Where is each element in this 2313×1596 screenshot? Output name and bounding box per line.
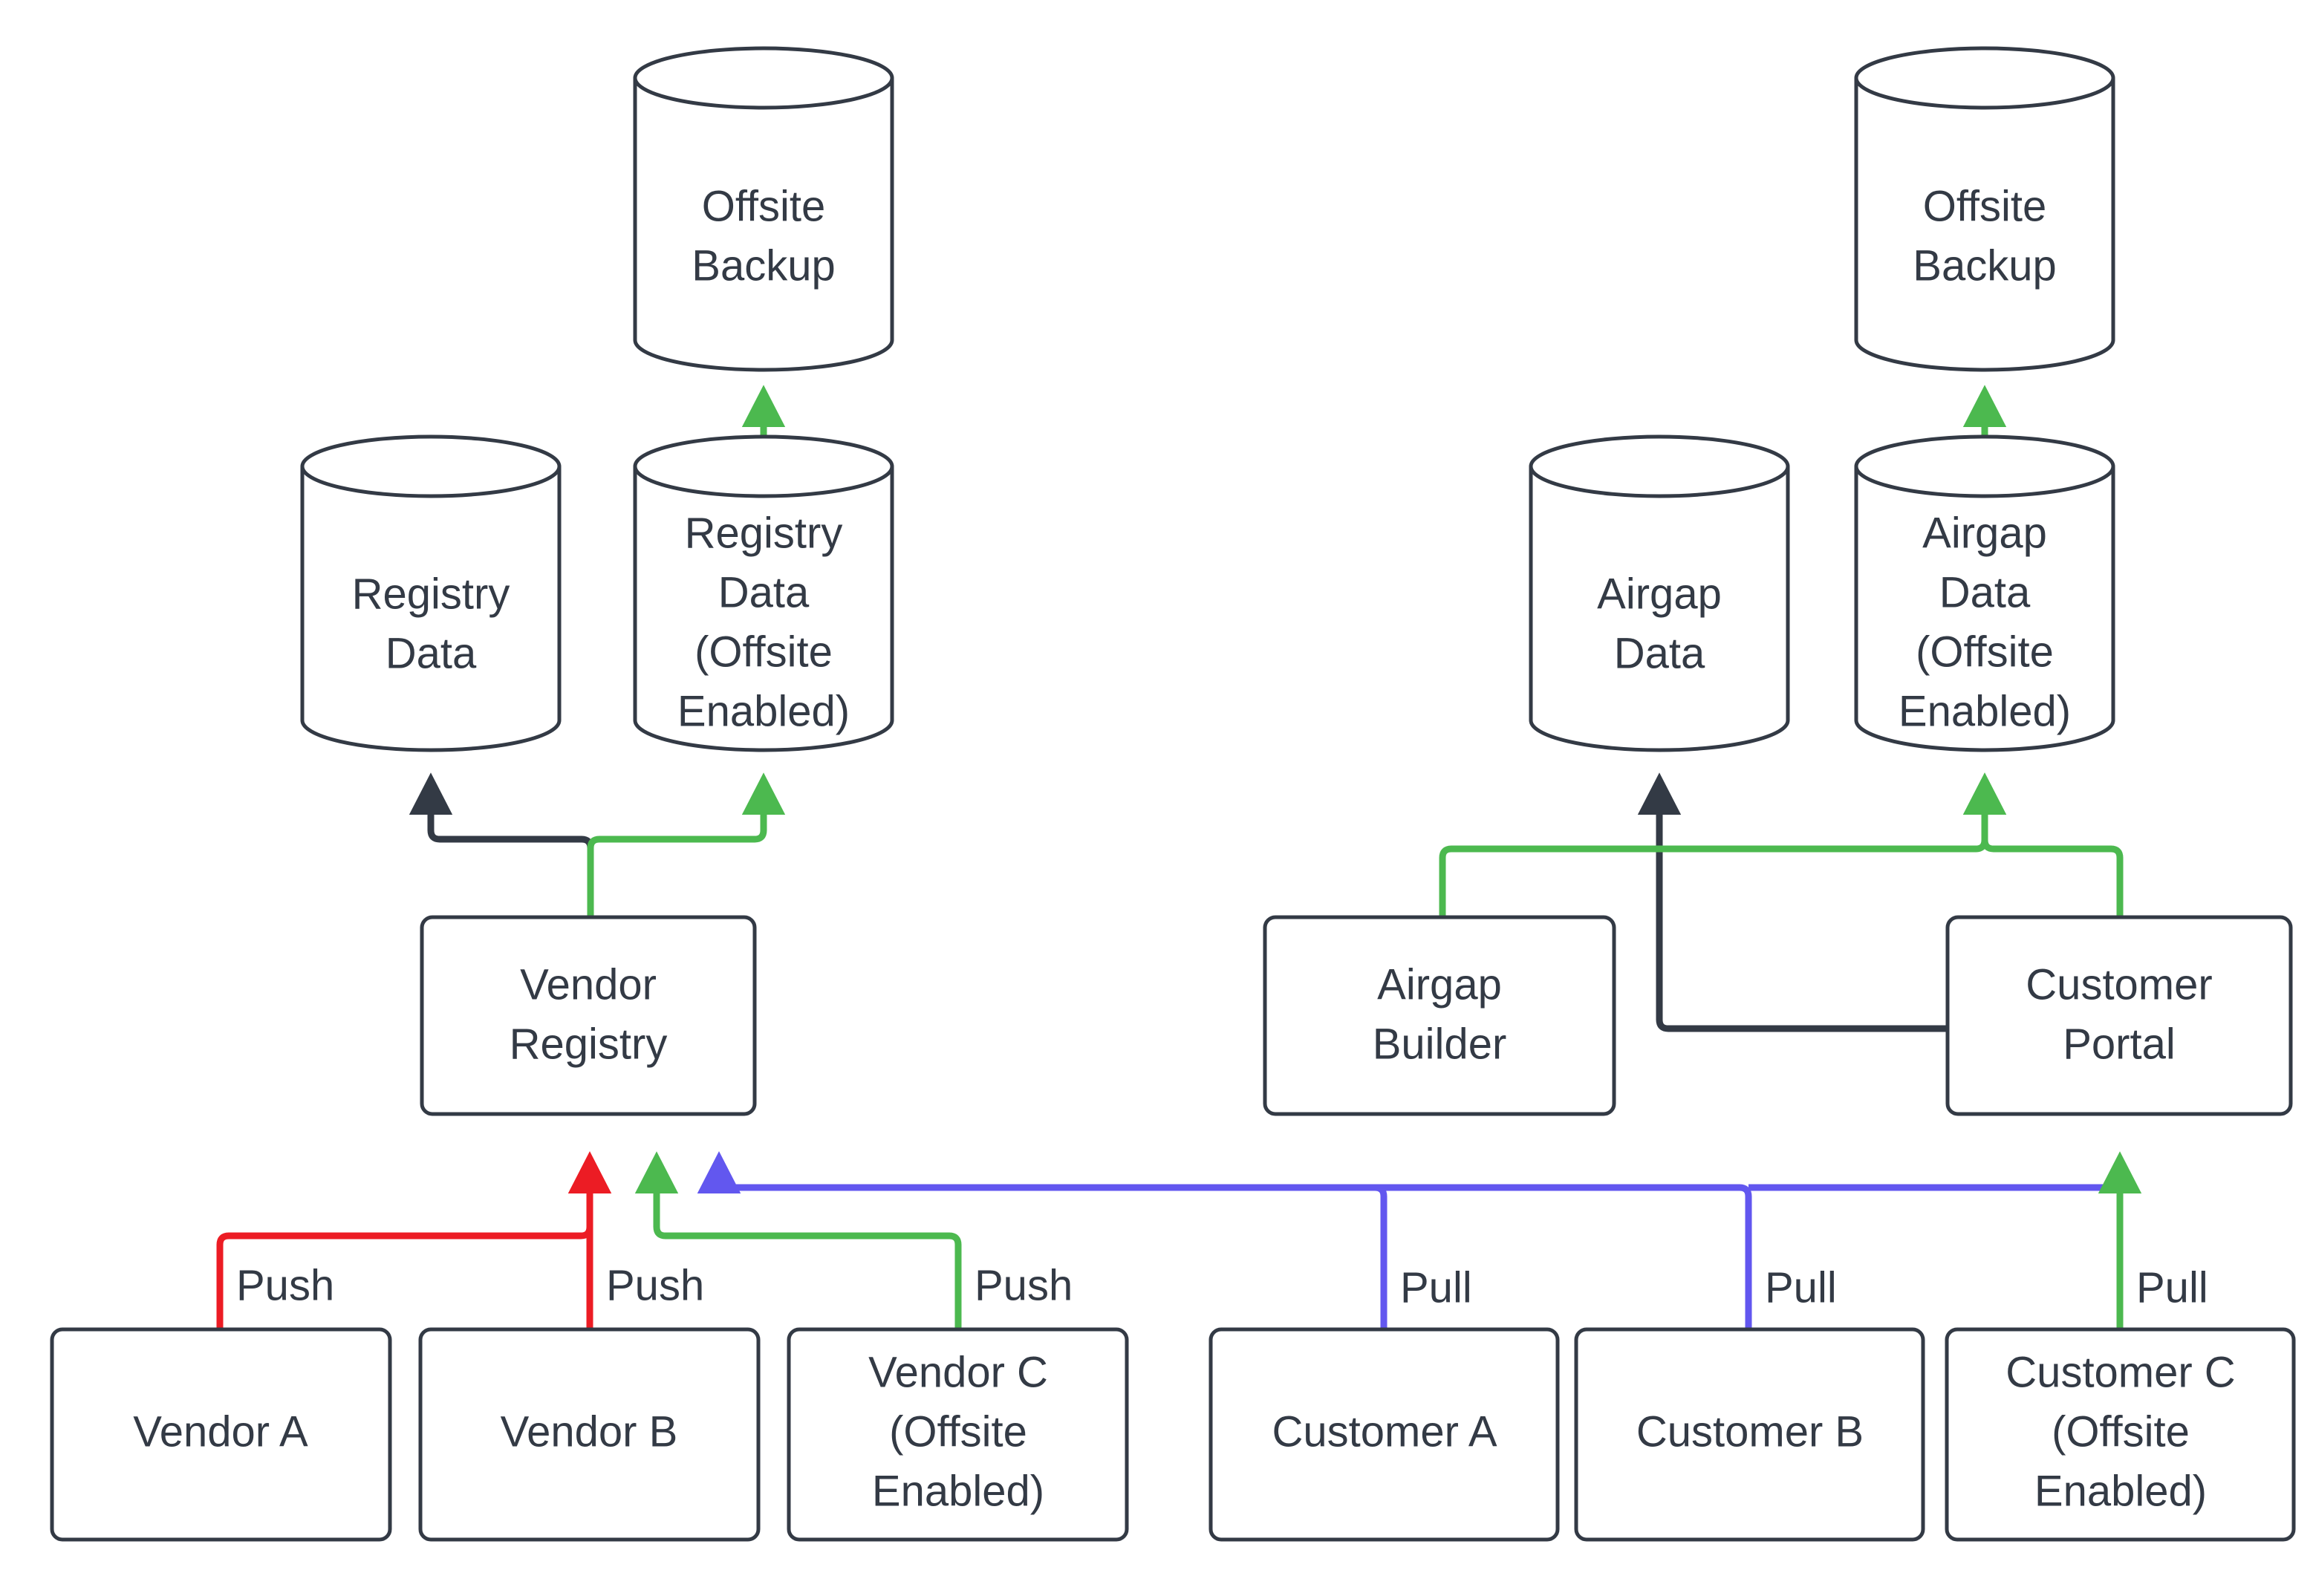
edge-label-customer-c-pull: Pull	[2136, 1263, 2208, 1312]
edge-vendor-registry-to-registry-data	[409, 772, 594, 917]
node-vendor-c[interactable]: Vendor C (Offsite Enabled)	[787, 1327, 1129, 1542]
airgap-data-label-line1: Airgap	[1597, 570, 1722, 618]
edge-pull-spine-right	[1748, 1159, 2124, 1191]
registry-data-label-line2: Data	[386, 629, 477, 677]
node-customer-b[interactable]: Customer B	[1574, 1327, 1925, 1542]
node-vendor-a[interactable]: Vendor A	[50, 1327, 392, 1542]
edge-customer-b-pull	[697, 1151, 1752, 1329]
registry-data-offsite-label-line2: Data	[718, 568, 810, 616]
offsite-backup-left-label-line1: Offsite	[702, 182, 826, 230]
offsite-backup-right-label-line1: Offsite	[1923, 182, 2047, 230]
customer-c-label-line1: Customer C	[2005, 1348, 2235, 1396]
offsite-backup-left-label-line2: Backup	[692, 241, 835, 290]
node-vendor-b[interactable]: Vendor B	[418, 1327, 761, 1542]
node-customer-a[interactable]: Customer A	[1208, 1327, 1560, 1542]
customer-a-label: Customer A	[1272, 1407, 1497, 1456]
vendor-c-label-line3: Enabled)	[872, 1467, 1044, 1515]
vendor-c-label-line2: (Offsite	[889, 1407, 1027, 1456]
edge-vendor-c-push	[634, 1151, 962, 1329]
edge-vendor-registry-to-registry-data-offsite	[587, 772, 786, 917]
vendor-registry-label-line2: Registry	[510, 1020, 668, 1068]
node-customer-c[interactable]: Customer C (Offsite Enabled)	[1945, 1327, 2296, 1542]
airgap-data-offsite-label-line3: (Offsite	[1916, 628, 2054, 676]
airgap-builder-label-line1: Airgap	[1377, 960, 1502, 1009]
node-airgap-data[interactable]: Airgap Data	[1529, 434, 1790, 752]
edge-label-vendor-b-push: Push	[606, 1261, 704, 1309]
edge-label-customer-a-pull: Pull	[1400, 1263, 1472, 1312]
node-registry-data-offsite[interactable]: Registry Data (Offsite Enabled)	[633, 434, 894, 752]
edge-layer	[216, 385, 2142, 1329]
vendor-b-label: Vendor B	[501, 1407, 678, 1456]
airgap-data-offsite-label-line1: Airgap	[1922, 509, 2047, 557]
registry-data-label-line1: Registry	[352, 570, 510, 618]
vendor-c-label-line1: Vendor C	[868, 1348, 1048, 1396]
registry-data-offsite-label-line4: Enabled)	[677, 687, 850, 735]
airgap-data-label-line2: Data	[1614, 629, 1705, 677]
edge-label-layer: Push Push Push Pull Pull Pull	[236, 1261, 2208, 1312]
airgap-builder-label-line2: Builder	[1373, 1020, 1507, 1068]
edge-customer-portal-to-airgap-data	[1637, 772, 1950, 1032]
customer-c-label-line3: Enabled)	[2034, 1467, 2207, 1515]
node-offsite-backup-left[interactable]: Offsite Backup	[633, 46, 894, 372]
node-vendor-registry[interactable]: Vendor Registry	[420, 915, 757, 1116]
edge-customer-portal-to-airgap-data-offsite	[1962, 772, 2124, 917]
airgap-data-offsite-label-line2: Data	[1939, 568, 2031, 616]
edge-label-vendor-c-push: Push	[975, 1261, 1073, 1309]
airgap-data-offsite-label-line4: Enabled)	[1899, 687, 2071, 735]
edge-label-vendor-a-push: Push	[236, 1261, 334, 1309]
node-offsite-backup-right[interactable]: Offsite Backup	[1854, 46, 2115, 372]
registry-data-offsite-label-line3: (Offsite	[694, 628, 833, 676]
customer-portal-label-line2: Portal	[2063, 1020, 2176, 1068]
node-airgap-data-offsite[interactable]: Airgap Data (Offsite Enabled)	[1854, 434, 2115, 752]
customer-portal-label-line1: Customer	[2026, 960, 2212, 1009]
node-registry-data[interactable]: Registry Data	[300, 434, 562, 752]
customer-b-label: Customer B	[1636, 1407, 1864, 1456]
node-airgap-builder[interactable]: Airgap Builder	[1263, 915, 1616, 1116]
edge-label-customer-b-pull: Pull	[1765, 1263, 1837, 1312]
registry-data-offsite-label-line1: Registry	[685, 509, 843, 557]
vendor-a-label: Vendor A	[133, 1407, 308, 1456]
edge-airgap-builder-to-airgap-data-offsite	[1439, 772, 2007, 917]
node-customer-portal[interactable]: Customer Portal	[1945, 915, 2293, 1116]
customer-c-label-line2: (Offsite	[2052, 1407, 2190, 1456]
vendor-registry-label-line1: Vendor	[520, 960, 657, 1009]
offsite-backup-right-label-line2: Backup	[1913, 241, 2056, 290]
